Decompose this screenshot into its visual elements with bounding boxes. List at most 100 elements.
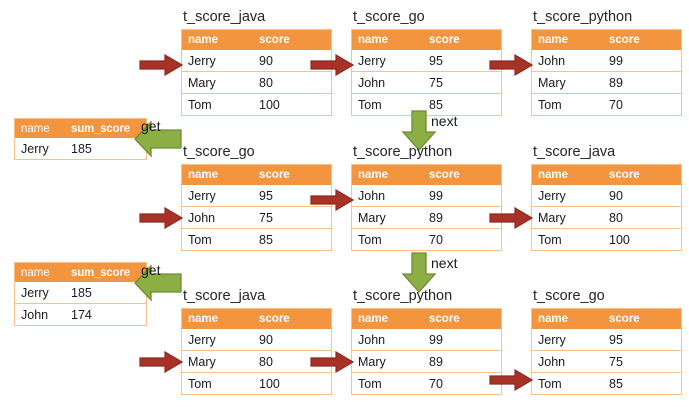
cursor-arrow-icon [489,54,533,76]
table-header-row: name score [531,29,682,50]
table-row: Tom 85 [531,372,682,395]
column-header-score: score [603,29,682,50]
cell-name: Tom [181,228,253,251]
cell-score: 75 [253,206,332,229]
cell-name: Tom [181,93,253,116]
cell-score: 70 [423,372,502,395]
score-table: name score John 99 Mary 89 Tom 70 [351,164,502,251]
score-table: name score John 99 Mary 89 Tom 70 [351,308,502,395]
table-header-row: name score [531,308,682,329]
cell-name: John [14,303,65,326]
column-header-name: name [531,308,603,329]
column-header-name: name [14,118,65,138]
cell-name: Jerry [351,50,423,72]
cell-name: Jerry [181,329,253,351]
cell-name: Jerry [531,329,603,351]
cell-sum-score: 174 [65,303,147,326]
cell-score: 89 [423,350,502,373]
table-header-row: name sum_score [14,118,147,138]
cell-sum-score: 185 [65,282,147,304]
table-block-r3-t1: t_score_java name score Jerry 90 Mary 80… [181,288,332,395]
column-header-name: name [531,164,603,185]
cell-name: Mary [531,206,603,229]
cell-score: 100 [603,228,682,251]
cell-name: Tom [181,372,253,395]
column-header-sum-score: sum_score [65,118,147,138]
next-label: next [431,113,458,129]
cell-name: Tom [531,93,603,116]
cell-score: 95 [423,50,502,72]
sum-score-table: name sum_score Jerry 185 [14,118,147,160]
cursor-arrow-icon [489,369,533,391]
cell-name: John [351,185,423,207]
table-row: Mary 80 [181,350,332,373]
cell-score: 89 [423,206,502,229]
cell-name: Mary [181,71,253,94]
column-header-score: score [423,308,502,329]
table-header-row: name score [181,308,332,329]
table-header-row: name sum_score [14,262,147,282]
table-title: t_score_python [353,144,453,160]
table-block-r2-t2: t_score_python name score John 99 Mary 8… [351,144,502,251]
table-row: Tom 85 [351,93,502,116]
table-row: Jerry 90 [531,185,682,207]
table-header-row: name score [351,308,502,329]
column-header-score: score [423,164,502,185]
cell-score: 99 [603,50,682,72]
cell-name: Jerry [531,185,603,207]
cell-name: John [531,350,603,373]
table-row: John 75 [531,350,682,373]
cell-score: 90 [603,185,682,207]
table-title: t_score_java [183,9,266,25]
table-title: t_score_python [353,288,453,304]
table-row: Tom 70 [351,228,502,251]
column-header-score: score [423,29,502,50]
column-header-score: score [253,308,332,329]
cell-name: John [351,71,423,94]
column-header-score: score [253,164,332,185]
table-title: t_score_java [533,144,616,160]
table-row: Jerry 95 [531,329,682,351]
cursor-arrow-icon [139,54,183,76]
cell-name: Tom [531,372,603,395]
column-header-name: name [351,308,423,329]
cursor-arrow-icon [310,54,354,76]
cursor-arrow-icon [310,189,354,211]
result-block-1: name sum_score Jerry 185 [14,118,147,160]
table-row: Tom 70 [531,93,682,116]
score-table: name score Jerry 95 John 75 Tom 85 [531,308,682,395]
table-row: Mary 89 [531,71,682,94]
table-title: t_score_go [353,9,425,25]
cell-name: Mary [181,350,253,373]
cell-name: John [531,50,603,72]
score-table: name score Jerry 90 Mary 80 Tom 100 [531,164,682,251]
cell-name: Mary [351,350,423,373]
next-arrow-icon [401,252,437,293]
table-row: Mary 89 [351,206,502,229]
cell-score: 80 [253,71,332,94]
cell-score: 100 [253,93,332,116]
table-row: Jerry 95 [351,50,502,72]
cell-name: Mary [351,206,423,229]
table-row: John 174 [14,303,147,326]
next-label: next [431,255,458,271]
table-row: Tom 100 [531,228,682,251]
cell-name: John [181,206,253,229]
column-header-sum-score: sum_score [65,262,147,282]
cursor-arrow-icon [310,351,354,373]
table-title: t_score_java [183,288,266,304]
table-header-row: name score [181,164,332,185]
next-arrow-icon [401,110,437,151]
table-row: Jerry 90 [181,50,332,72]
table-block-r2-t1: t_score_go name score Jerry 95 John 75 T… [181,144,332,251]
table-header-row: name score [351,29,502,50]
table-title: t_score_go [183,144,255,160]
table-row: Jerry 95 [181,185,332,207]
sum-score-table: name sum_score Jerry 185 John 174 [14,262,147,326]
table-block-r1-t3: t_score_python name score John 99 Mary 8… [531,9,682,116]
table-row: Mary 89 [351,350,502,373]
table-row: Tom 70 [351,372,502,395]
column-header-name: name [181,29,253,50]
cell-score: 95 [603,329,682,351]
cell-score: 99 [423,329,502,351]
